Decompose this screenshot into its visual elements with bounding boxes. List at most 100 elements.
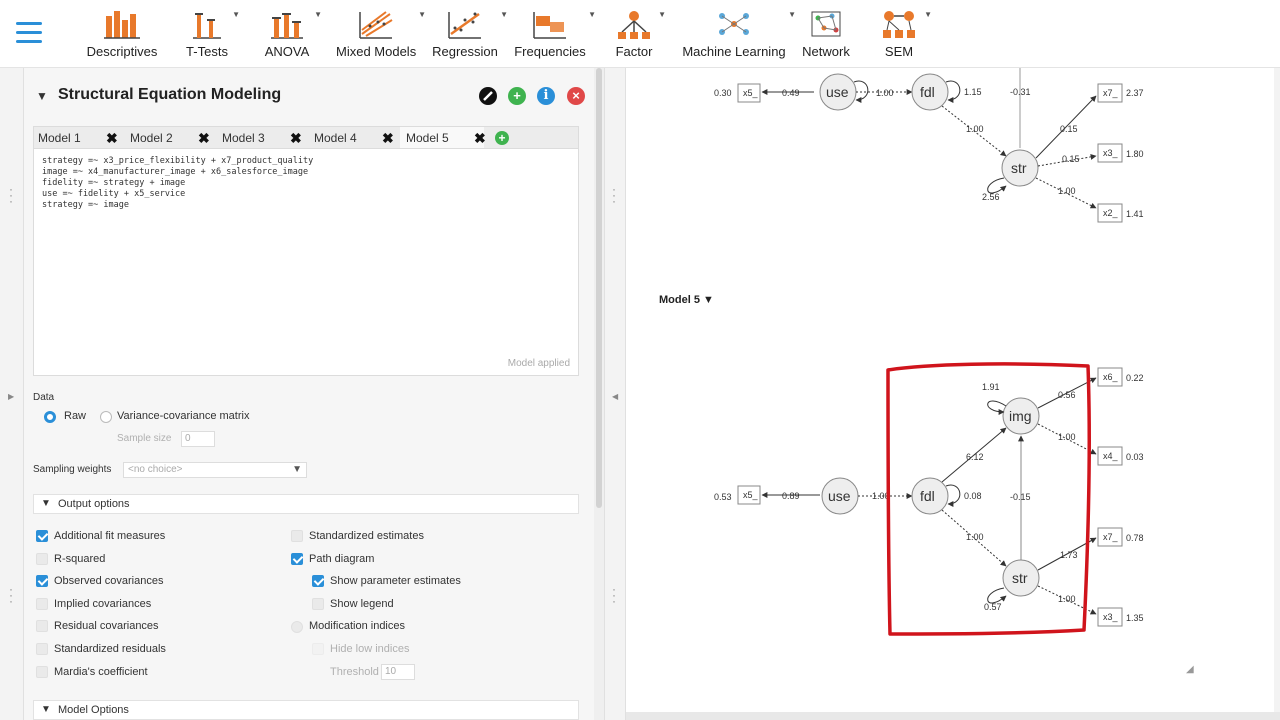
hide-low-indices-checkbox[interactable] [312,643,324,655]
info-button[interactable]: i [537,87,555,105]
x7-variance-label: 2.37 [1126,88,1144,98]
x5-variance-label: 0.30 [714,88,732,98]
mardias-coefficient-checkbox[interactable] [36,666,48,678]
drag-handle-icon[interactable]: ··· [9,182,13,208]
regression-button[interactable]: Regression ▼ [432,8,508,64]
additional-fit-measures-checkbox[interactable] [36,530,48,542]
output-options-section[interactable]: ▼ Output options [33,494,579,514]
fdl-str-label: 1.00 [966,532,984,542]
show-parameter-estimates-label: Show parameter estimates [330,575,461,587]
edit-title-button[interactable] [479,87,497,105]
top-path-label: -0.31 [1010,87,1031,97]
residual-covariances-label: Residual covariances [54,620,159,632]
observed-covariances-checkbox[interactable] [36,575,48,587]
mixed-models-button[interactable]: Mixed Models ▼ [336,8,426,64]
resize-grip-icon[interactable]: ◢ [1186,664,1194,675]
drag-handle-icon[interactable]: ··· [9,582,13,608]
sampling-weights-label: Sampling weights [33,464,112,475]
str-node-label: str [1012,570,1028,586]
close-tab-icon[interactable]: ✖ [290,130,302,146]
variance-covariance-radio[interactable] [100,411,112,423]
factor-button[interactable]: Factor ▼ [612,8,666,64]
close-analysis-button[interactable]: × [567,87,585,105]
model-options-section[interactable]: ▼ Model Options [33,700,579,720]
collapse-arrow-icon[interactable]: ◀ [612,392,619,401]
raw-label: Raw [64,410,87,422]
model-5-heading[interactable]: Model 5 ▼ [659,294,714,306]
collapse-triangle-icon: ▼ [41,704,51,715]
annotation-highlight-box [886,362,1091,636]
close-tab-icon[interactable]: ✖ [198,130,210,146]
mardias-coefficient-label: Mardia's coefficient [54,666,148,678]
results-splitter[interactable]: ··· ◀ ··· [604,68,626,720]
close-tab-icon[interactable]: ✖ [382,130,394,146]
results-pane: x5_ 0.30 0.49 use 1.00 fdl 1.15 -0.31 1.… [626,68,1280,720]
model-tabs: Model 1 ✖ Model 2 ✖ Model 3 ✖ Model 4 ✖ … [33,126,579,149]
path-diagram-label: Path diagram [309,553,375,565]
model-5-path-diagram: x5_ 0.53 0.89 use 1.00 fdl 0.08 6.12 1.0… [714,367,1144,627]
t-tests-button[interactable]: T-Tests ▼ [184,8,240,64]
tab-model-3[interactable]: Model 3 [222,131,265,145]
sem-button[interactable]: SEM ▼ [876,8,932,64]
img-variance-label: 1.91 [982,382,1000,392]
close-tab-icon[interactable]: ✖ [474,130,486,146]
network-button[interactable]: Network [800,8,852,64]
fdl-str-label: 1.00 [966,124,984,134]
implied-covariances-checkbox[interactable] [36,598,48,610]
left-splitter[interactable]: ··· ▶ ··· [0,68,24,720]
duplicate-analysis-button[interactable]: + [508,87,526,105]
close-icon: × [572,88,580,103]
sampling-weights-value: <no choice> [128,464,183,475]
show-legend-checkbox[interactable] [312,598,324,610]
img-node-label: img [1009,408,1032,424]
residual-covariances-checkbox[interactable] [36,620,48,632]
add-model-tab-button[interactable]: + [495,131,509,145]
scrollbar-thumb[interactable] [596,68,602,508]
path-diagram-checkbox[interactable] [291,553,303,565]
modification-indices-checkbox[interactable] [291,621,303,633]
analysis-title: Structural Equation Modeling [58,86,282,103]
tab-model-5[interactable]: Model 5 [400,127,484,149]
chevron-down-icon: ▼ [924,10,932,19]
r-squared-checkbox[interactable] [36,553,48,565]
results-vertical-scrollbar[interactable] [1274,68,1280,712]
fdl-node-label: fdl [920,84,935,100]
expand-arrow-icon[interactable]: ▶ [8,392,15,401]
x7-node-label: x7_ [1103,532,1119,542]
tab-model-2[interactable]: Model 2 [130,131,173,145]
standardized-residuals-checkbox[interactable] [36,643,48,655]
anova-button[interactable]: ANOVA ▼ [262,8,322,64]
descriptives-button[interactable]: Descriptives [86,8,158,64]
lavaan-syntax-editor[interactable]: strategy =~ x3_price_flexibility + x7_pr… [33,148,579,376]
x5-node-label: x5_ [743,88,759,98]
threshold-input[interactable]: 10 [381,664,415,680]
sample-size-input[interactable]: 0 [181,431,215,447]
machine-learning-button[interactable]: Machine Learning ▼ [682,8,796,64]
menu-icon[interactable] [16,22,42,44]
str-variance-label: 2.56 [982,192,1000,202]
x5-variance-label: 0.53 [714,492,732,502]
info-icon: i [543,88,549,103]
x3-variance-label: 1.80 [1126,149,1144,159]
data-label: Data [33,392,55,403]
close-tab-icon[interactable]: ✖ [106,130,118,146]
x3-box [1097,607,1123,627]
drag-handle-icon[interactable]: ··· [612,182,616,208]
str-x7-label: 0.15 [1060,124,1078,134]
raw-radio[interactable] [44,411,56,423]
machine-learning-icon [719,13,749,35]
options-scrollbar[interactable] [594,68,604,720]
tab-model-1[interactable]: Model 1 [38,131,81,145]
modification-indices-label: Modification indices [309,620,405,632]
frequencies-button[interactable]: Frequencies ▼ [514,8,596,64]
show-parameter-estimates-checkbox[interactable] [312,575,324,587]
tab-model-4[interactable]: Model 4 [314,131,357,145]
pencil-icon [483,91,493,101]
results-horizontal-scrollbar[interactable] [626,712,1280,720]
t-tests-icon [193,13,221,39]
drag-handle-icon[interactable]: ··· [612,582,616,608]
sampling-weights-select[interactable]: <no choice>▼ [123,462,307,478]
standardized-estimates-checkbox[interactable] [291,530,303,542]
collapse-triangle-icon[interactable]: ▼ [36,89,48,103]
str-x2-label: 1.00 [1058,186,1076,196]
